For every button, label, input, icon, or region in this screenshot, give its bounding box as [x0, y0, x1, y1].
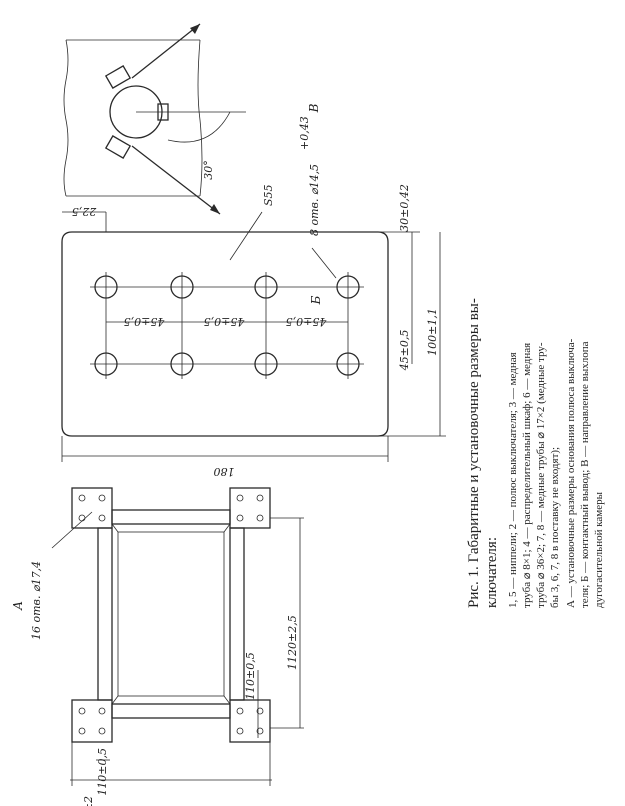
corner-pad-top-left	[71, 487, 113, 529]
angle-arc	[167, 111, 231, 143]
base-bolt-holes	[78, 494, 264, 735]
view-b-label: Б	[309, 295, 323, 305]
dim-45-1-label: 45±0,5	[124, 315, 166, 328]
terminal-plate-outline	[61, 231, 389, 437]
caption-line-4: бы 3, 6, 7, 8 в поставку не входят);	[549, 447, 561, 608]
dim-22-5-label: 22,5	[72, 205, 98, 218]
exhaust-arrow-upper	[131, 23, 201, 79]
view-v-label: В	[307, 103, 321, 113]
angle-30-label: 30°	[202, 160, 215, 180]
dim-30-label: 30±0,42	[398, 184, 411, 232]
dim-45-2-label: 45±0,5	[204, 315, 246, 328]
terminal-holes-tolerance: +0,43	[298, 116, 311, 150]
dim-110-b-label: 110±0,5	[244, 652, 257, 700]
dim-45-4-label: 45±0,5	[398, 330, 411, 372]
dim-180-text: 180	[214, 465, 235, 478]
frame-beam-left	[97, 527, 113, 701]
dim-815-label: 815±2	[82, 796, 95, 806]
corner-pad-top-right	[229, 487, 271, 529]
base-holes-label: 16 отв. ⌀17,4	[30, 561, 43, 640]
exhaust-arrow-lower	[131, 145, 221, 215]
dim-100-label: 100±1,1	[426, 308, 439, 356]
view-a-label: А	[11, 601, 25, 611]
nozzle-upper	[104, 65, 132, 89]
figure-caption: Рис. 1. Габаритные и установочные размер…	[466, 298, 605, 608]
view-b-terminal-plate: Б 180 22,5 45±0,5 45±0,5 45±0,5 45±0,5 1…	[61, 116, 446, 478]
dim-110-a-label: 110±0,5	[96, 748, 109, 796]
dim-45-3-label: 45±0,5	[286, 315, 328, 328]
caption-line-2: труба ⌀ 8×1; 4 — распределительный шкаф;…	[521, 343, 533, 608]
frame-beam-top	[111, 509, 231, 525]
caption-line-5: А — установочные размеры основания полюс…	[565, 338, 577, 608]
view-a-base-frame: А 16 отв. ⌀17,4 815±2 110±0,5 110±0,5 11…	[11, 487, 304, 806]
caption-title: Рис. 1. Габаритные и установочные размер…	[466, 298, 482, 608]
caption-line-1: 1, 5 — ниппели; 2 — полюс выключателя; 3…	[507, 352, 519, 608]
nozzle-lower	[104, 135, 132, 159]
corner-pad-bottom-right	[229, 699, 271, 743]
caption-line-3: труба ⌀ 36×2; 7, 8 — медные трубы ⌀ 17×2…	[535, 342, 547, 608]
corner-pad-bottom-left	[71, 699, 113, 743]
frame-inner-opening	[117, 531, 225, 697]
view-v-exhaust-direction: 30° В	[63, 23, 321, 215]
caption-line-6: теля; Б — контактный вывод; В — направле…	[579, 341, 591, 608]
terminal-holes-label: 8 отв. ⌀14,5	[308, 164, 321, 236]
frame-beam-bottom	[111, 703, 231, 719]
caption-title-cont: ключателя:	[484, 537, 500, 608]
caption-line-7: дугогасительной камеры	[593, 491, 605, 608]
frame-beam-right	[229, 527, 245, 701]
s55-label: S55	[262, 184, 275, 206]
dim-1120-label: 1120±2,5	[286, 615, 299, 670]
